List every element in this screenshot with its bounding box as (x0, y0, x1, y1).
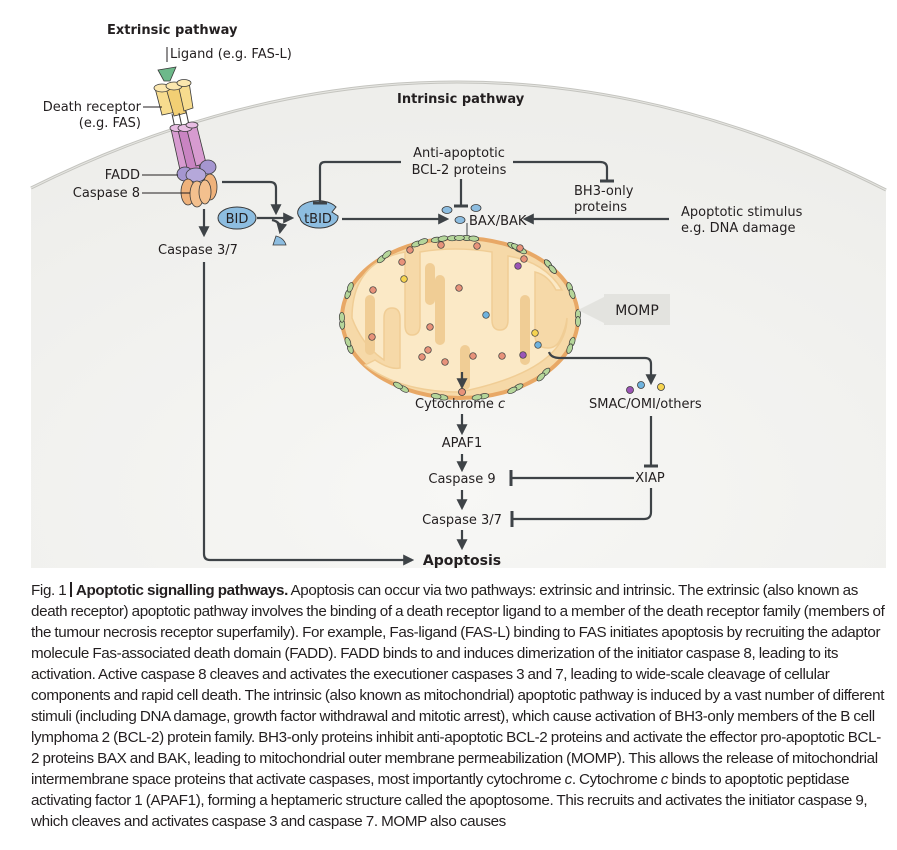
porin-icon (393, 381, 403, 390)
protein-dot-icon (534, 341, 542, 349)
smac-dot-yellow (657, 383, 665, 391)
porin-channels (338, 234, 581, 401)
xiap-label: XIAP (635, 471, 665, 486)
bcl2-inhibits-bh3 (513, 160, 609, 180)
caspase-9-label: Caspase 9 (428, 472, 495, 487)
smac-dot-blue (637, 381, 645, 389)
caspase-8-icon (180, 173, 218, 208)
caption-body-3: binds to apoptotic peptidase activating … (31, 771, 868, 830)
protein-dot-icon (531, 329, 539, 337)
bcl2-label: BCL-2 proteins (412, 163, 507, 178)
dna-damage-label: e.g. DNA damage (681, 221, 796, 236)
porin-icon (454, 234, 465, 241)
bh3-only-label: BH3-only (574, 184, 634, 199)
cytochrome-c-icon (458, 388, 466, 396)
bid-fragment-icon (272, 235, 287, 246)
intrinsic-title: Intrinsic pathway (397, 92, 525, 107)
bid-fragment-arrow (271, 218, 288, 235)
protein-dot-icon (398, 258, 406, 266)
extrinsic-caspase37-label: Caspase 3/7 (158, 243, 238, 258)
protein-dot-icon (455, 284, 463, 292)
baxbak-label: BAX/BAK (469, 214, 527, 229)
bh3-proteins-label: proteins (574, 200, 627, 215)
caspase8-to-bid-arrow (222, 180, 282, 216)
porin-icon (338, 311, 345, 323)
extrinsic-title: Extrinsic pathway (107, 23, 238, 38)
baxbak-icons (441, 204, 482, 224)
caspase-8-label: Caspase 8 (73, 186, 140, 201)
smac-release-arrow (547, 351, 657, 386)
fadd-icon (176, 159, 217, 183)
anti-apoptotic-label: Anti-apoptotic (413, 146, 505, 161)
fadd-label: FADD (105, 168, 140, 183)
bcl2-inhibits-tbid (318, 160, 401, 202)
apoptotic-stimulus-label: Apoptotic stimulus (681, 205, 803, 220)
bid-label: BID (226, 212, 249, 227)
apoptosis-pathway-figure: Extrinsic pathway Intrinsic pathway Liga… (30, 23, 887, 569)
porin-icon (344, 336, 352, 348)
protein-dot-icon (441, 358, 449, 366)
xiap-inhibits-caspase37 (513, 488, 653, 521)
ligand-icon (157, 66, 177, 82)
protein-dot-icon (406, 246, 414, 254)
protein-dot-icon (418, 353, 426, 361)
protein-dot-icon (482, 311, 490, 319)
smac-dot-purple (626, 386, 634, 394)
protein-dot-icon (498, 352, 506, 360)
figure-number: Fig. 1 (31, 582, 67, 599)
porin-icon (575, 316, 581, 327)
ligand-label: Ligand (e.g. FAS-L) (170, 47, 292, 62)
protein-dot-icon (426, 323, 434, 331)
porin-icon (468, 235, 480, 242)
protein-dot-icon (469, 352, 477, 360)
porin-icon (346, 282, 354, 293)
porin-icon (507, 386, 518, 394)
tbid-node: tBID (297, 200, 339, 229)
caption-italic-c2: c (660, 771, 669, 788)
protein-dot-icon (519, 351, 527, 359)
porin-icon (566, 343, 574, 354)
protein-dot-icon (437, 241, 445, 249)
protein-dot-icon (369, 286, 377, 294)
caption-body: Apoptosis can occur via two pathways: ex… (31, 582, 885, 788)
porin-icon (382, 250, 392, 259)
protein-dot-icon (516, 244, 524, 252)
caption-separator (70, 582, 72, 597)
porin-icon (568, 288, 576, 300)
porin-icon (417, 238, 429, 245)
smac-label: SMAC/OMI/others (589, 397, 702, 412)
protein-dot-icon (520, 255, 528, 263)
protein-dot-icon (424, 346, 432, 354)
tbid-label: tBID (304, 212, 332, 227)
intrinsic-caspase37-label: Caspase 3/7 (422, 513, 502, 528)
intermembrane-proteins (368, 241, 542, 366)
protein-dot-icon (473, 242, 481, 250)
porin-icon (430, 393, 442, 400)
apaf1-label: APAF1 (442, 436, 483, 451)
porin-icon (471, 394, 483, 401)
death-receptor-label: Death receptor (43, 100, 142, 115)
bid-node: BID (217, 206, 257, 230)
death-receptor-example: (e.g. FAS) (79, 116, 141, 131)
extrinsic-to-apoptosis-arrow (202, 262, 415, 566)
porin-icon (536, 372, 546, 382)
momp-label: MOMP (615, 303, 659, 319)
cytochrome-c-label: Cytochrome c (415, 397, 505, 412)
protein-dot-icon (368, 333, 376, 341)
caption-title: Apoptotic signalling pathways. (75, 582, 288, 599)
protein-dot-icon (400, 275, 408, 283)
porin-icon (548, 264, 557, 274)
protein-dot-icon (514, 262, 522, 270)
caption-italic-c1: c (564, 771, 573, 788)
death-receptor-icon (153, 79, 207, 173)
caption-body-2: . Cytochrome (571, 771, 661, 788)
apoptosis-label: Apoptosis (423, 553, 501, 569)
momp-callout: MOMP (578, 294, 670, 325)
